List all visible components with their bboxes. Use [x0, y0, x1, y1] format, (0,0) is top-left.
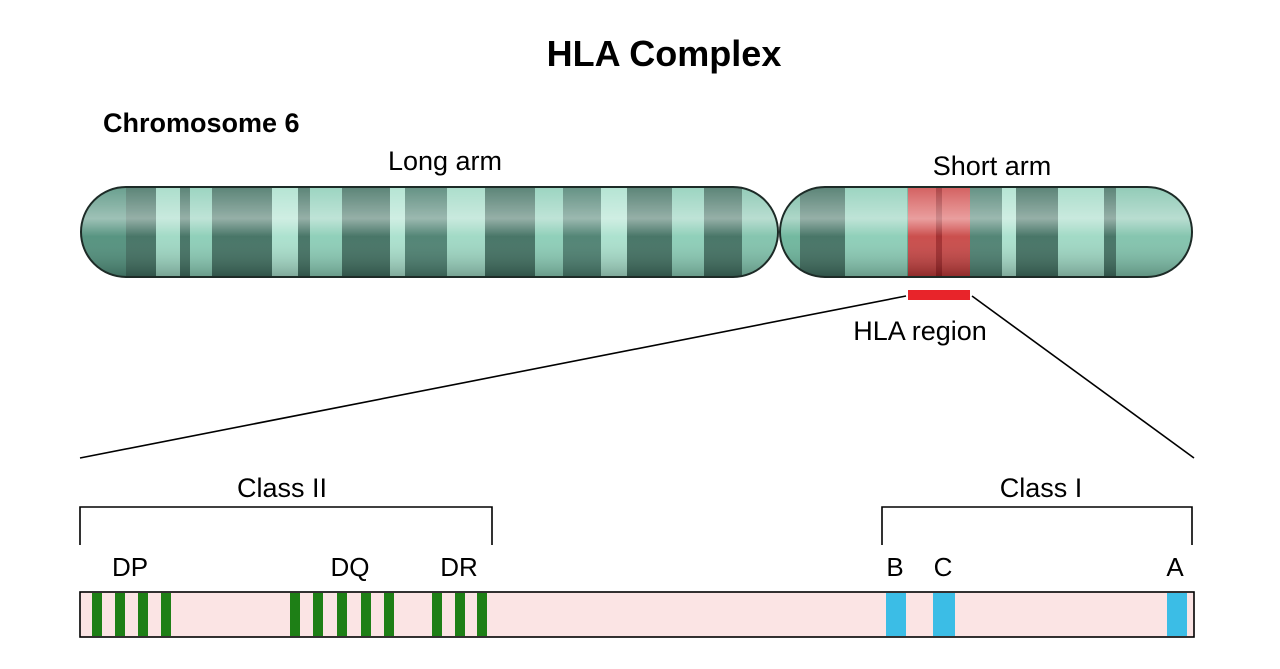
b-gene-stripe	[886, 593, 906, 636]
diagram-title: HLA Complex	[547, 33, 782, 74]
dr-gene-stripes	[432, 593, 487, 636]
gene-label-dp: DP	[112, 552, 148, 582]
gene-label-a: A	[1166, 552, 1184, 582]
gene-label-c: C	[934, 552, 953, 582]
long-arm-label: Long arm	[388, 146, 502, 176]
dp-gene-stripes	[92, 593, 171, 636]
a-gene-stripe	[1167, 593, 1187, 636]
chromosome-short-arm	[779, 186, 1193, 278]
c-gene-stripe	[933, 593, 955, 636]
hla-region-label: HLA region	[853, 316, 987, 346]
zoom-line-left	[79, 295, 907, 459]
hla-region-marker	[908, 290, 970, 300]
gene-label-dr: DR	[440, 552, 478, 582]
short-arm-label: Short arm	[933, 151, 1052, 181]
zoom-line-right	[971, 295, 1195, 459]
dq-gene-stripes	[290, 593, 394, 636]
class-ii-label: Class II	[237, 473, 327, 503]
class-i-bracket	[881, 506, 1193, 545]
gene-map-bar	[79, 591, 1195, 638]
hla-band-highlight	[908, 188, 970, 276]
chromosome-long-arm	[80, 186, 779, 278]
class-i-label: Class I	[1000, 473, 1083, 503]
class-ii-bracket	[79, 506, 493, 545]
gene-label-b: B	[886, 552, 903, 582]
chromosome-label: Chromosome 6	[103, 108, 300, 138]
gene-label-dq: DQ	[331, 552, 370, 582]
